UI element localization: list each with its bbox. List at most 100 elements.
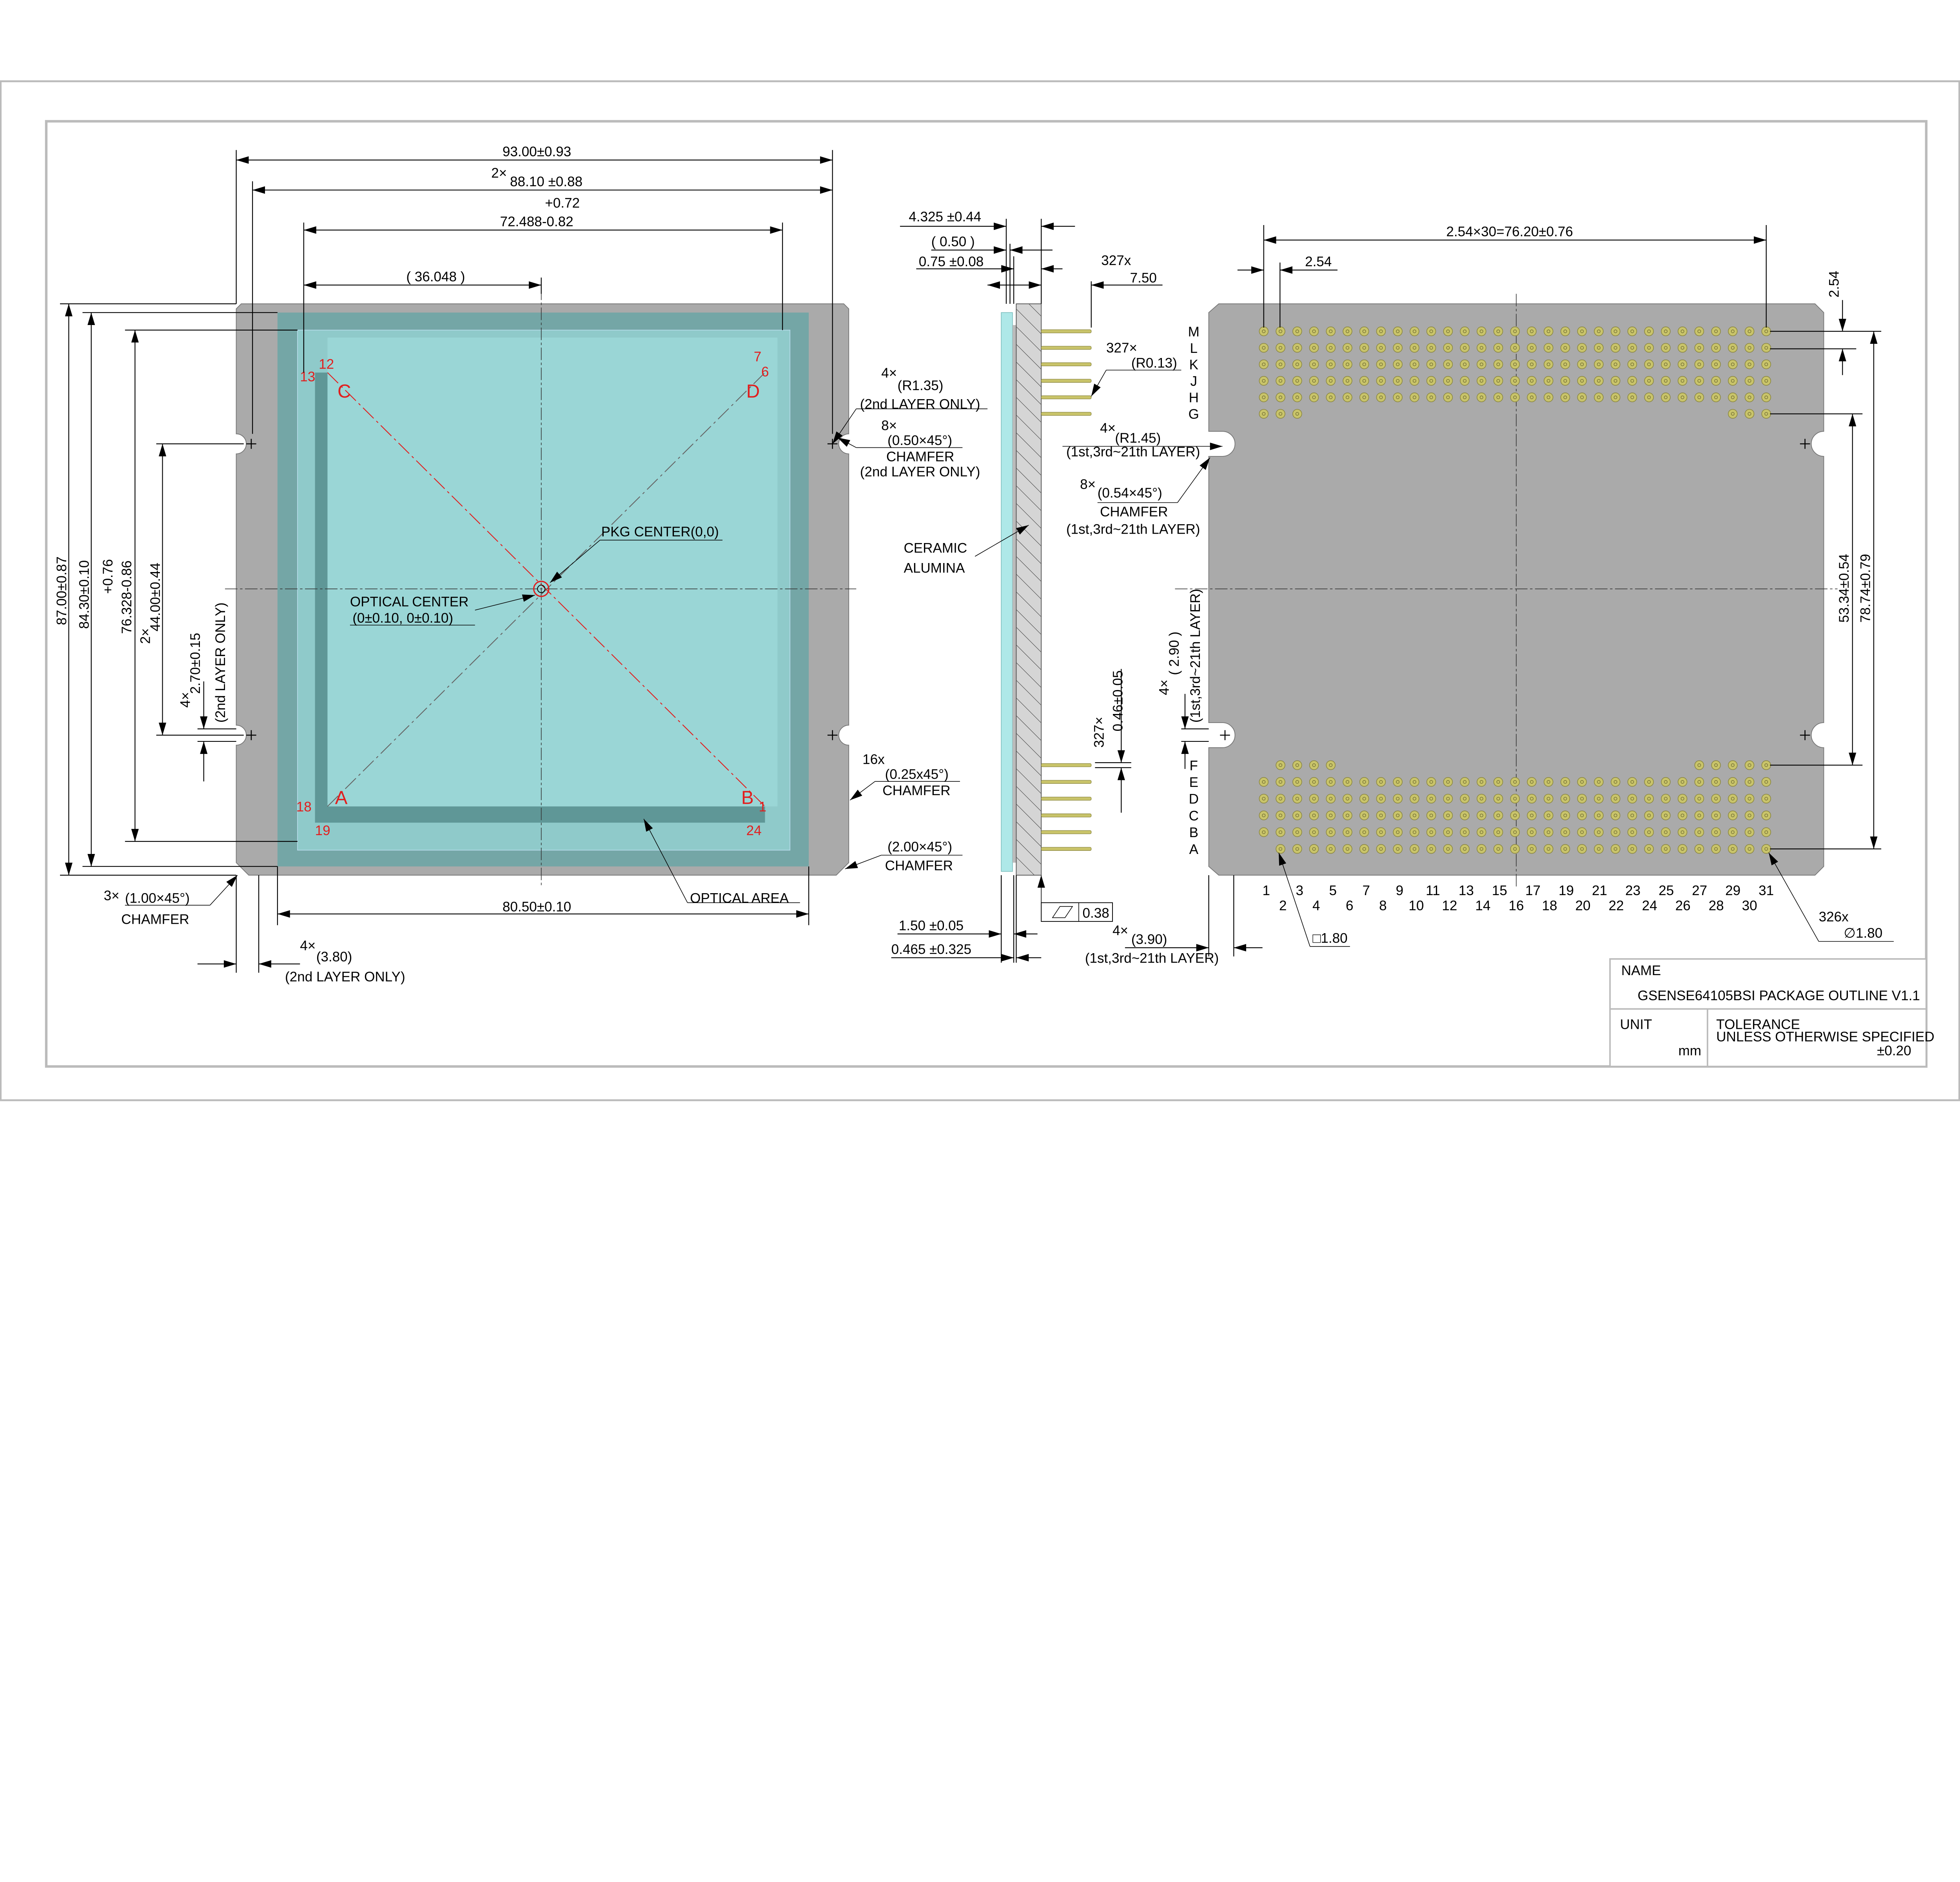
- pin-pad: [1560, 827, 1570, 837]
- pin-pad-center: [1446, 780, 1450, 784]
- pin-pad: [1661, 810, 1671, 820]
- pin-pad: [1477, 794, 1486, 804]
- pin-pad-center: [1379, 830, 1383, 834]
- pin-pad: [1493, 359, 1503, 369]
- pin-pad: [1711, 777, 1721, 787]
- dim-050: ( 0.50 ): [931, 234, 975, 249]
- pin-pad-center: [1463, 814, 1467, 817]
- pin-pad-center: [1714, 814, 1718, 817]
- pin-pad-center: [1346, 814, 1349, 817]
- pin-pad-center: [1429, 329, 1433, 333]
- dim-pitch-total: 2.54×30=76.20±0.76: [1446, 224, 1573, 240]
- pin-pad: [1577, 392, 1587, 402]
- pin-pad: [1510, 794, 1520, 804]
- pin-pad: [1661, 844, 1671, 854]
- pin-pad: [1510, 777, 1520, 787]
- diagonal-cb: [327, 372, 766, 807]
- pin-pad: [1493, 777, 1503, 787]
- dim-075: 0.75 ±0.08: [919, 254, 984, 269]
- pin-pad: [1661, 392, 1671, 402]
- pin-pad-center: [1429, 830, 1433, 834]
- pin-pad: [1543, 794, 1553, 804]
- pin-pad: [1443, 326, 1453, 336]
- pin-pad-center: [1362, 362, 1366, 366]
- pin-pad-center: [1279, 412, 1283, 416]
- pin-pad-center: [1479, 379, 1483, 383]
- column-label: 27: [1692, 883, 1707, 898]
- pin-pad-center: [1664, 362, 1668, 366]
- pin-pad-center: [1362, 329, 1366, 333]
- pin-pad-center: [1295, 346, 1299, 350]
- pin-pad-center: [1563, 780, 1567, 784]
- dim-390-mult: 4×: [1112, 923, 1128, 938]
- pin-pad: [1761, 777, 1771, 787]
- pin-pad: [1594, 359, 1604, 369]
- pin-pad: [1527, 810, 1537, 820]
- column-label: 15: [1492, 883, 1507, 898]
- pin-pad: [1460, 810, 1470, 820]
- pin-pad: [1426, 844, 1436, 854]
- pin-pad: [1276, 376, 1285, 386]
- pin-pad: [1577, 844, 1587, 854]
- pin-pad-center: [1731, 362, 1735, 366]
- dim-390-note: (1st,3rd~21th LAYER): [1085, 950, 1219, 966]
- package-outline-drawing: C D A B 13 12 7 6 18 19 1 24 93.00±0.93 …: [0, 80, 1960, 1101]
- pin-pad-center: [1597, 797, 1601, 801]
- pin-pad: [1376, 827, 1386, 837]
- corner-b: B: [741, 787, 754, 808]
- pin-pad-center: [1613, 395, 1617, 399]
- pin-pad: [1309, 359, 1319, 369]
- pin-pad-center: [1262, 329, 1266, 333]
- pin-pad: [1326, 359, 1336, 369]
- pin-pad: [1510, 359, 1520, 369]
- pin-pad: [1744, 376, 1755, 386]
- pin-pad-center: [1697, 763, 1701, 767]
- pin-pad-center: [1312, 329, 1316, 333]
- pin-pad: [1443, 343, 1453, 353]
- pin-pad: [1276, 343, 1285, 353]
- pin-pad: [1309, 810, 1319, 820]
- pin-pad: [1661, 827, 1671, 837]
- pin-pad: [1359, 343, 1369, 353]
- pin-pad: [1644, 844, 1654, 854]
- pin-pad: [1376, 810, 1386, 820]
- dim-44: 44.00±0.44: [148, 563, 163, 631]
- side-pin: [1041, 346, 1092, 350]
- pin-pad-center: [1312, 346, 1316, 350]
- column-label: 7: [1363, 883, 1370, 898]
- pin-pad: [1761, 376, 1771, 386]
- row-label: F: [1190, 758, 1198, 773]
- dim-290: ( 2.90 ): [1167, 632, 1182, 675]
- pin-pad-center: [1362, 814, 1366, 817]
- pin-pad: [1577, 343, 1587, 353]
- pin-pad: [1259, 376, 1269, 386]
- pin-pad-center: [1681, 847, 1684, 851]
- pin-pad-center: [1513, 847, 1517, 851]
- pin-pad-center: [1681, 780, 1684, 784]
- pin-pad-center: [1496, 847, 1500, 851]
- pin-pad: [1460, 827, 1470, 837]
- corner-d: D: [746, 381, 760, 402]
- pin-pad: [1744, 392, 1755, 402]
- pin-pad: [1744, 777, 1755, 787]
- pin-pad-center: [1295, 412, 1299, 416]
- pin-pad: [1694, 810, 1704, 820]
- pin-pad: [1560, 392, 1570, 402]
- pin-pad-center: [1731, 797, 1735, 801]
- pin-pad: [1644, 794, 1654, 804]
- column-label: 18: [1542, 898, 1557, 913]
- pin-pad-center: [1479, 346, 1483, 350]
- pin-pad: [1292, 359, 1302, 369]
- pin-pad-center: [1279, 362, 1283, 366]
- pin-pad: [1761, 810, 1771, 820]
- unit-value: mm: [1678, 1043, 1701, 1058]
- pin-pad-center: [1630, 379, 1634, 383]
- dim-380: (3.80): [316, 949, 352, 965]
- pin-pad: [1543, 376, 1553, 386]
- pin-pad-center: [1748, 395, 1751, 399]
- pin-pad-center: [1346, 780, 1349, 784]
- pin-pad: [1376, 376, 1386, 386]
- pin-pad-center: [1329, 814, 1333, 817]
- r145-mult: 4×: [1100, 420, 1116, 436]
- pin-pad-center: [1563, 329, 1567, 333]
